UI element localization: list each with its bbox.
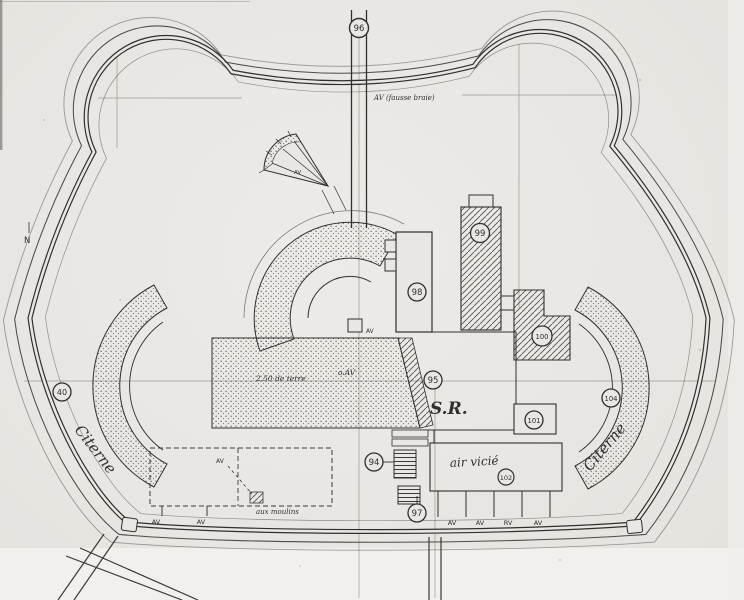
central-earthwork bbox=[211, 210, 434, 429]
ventilation-grilles bbox=[383, 449, 421, 505]
svg-text:104: 104 bbox=[605, 395, 618, 403]
aux-moulins-label: aux moulins bbox=[256, 508, 299, 516]
sr-room bbox=[391, 331, 517, 447]
left-cistern-gallery bbox=[92, 284, 168, 488]
fan-caponier bbox=[258, 130, 347, 215]
fan-annotation: AV bbox=[294, 170, 301, 176]
sr-label: S.R. bbox=[430, 399, 468, 419]
door-note: AV bbox=[366, 329, 374, 335]
dashed-annex bbox=[149, 447, 333, 516]
station-102: 102 bbox=[497, 468, 515, 486]
tick-label: AV bbox=[152, 518, 161, 526]
station-97: 97 bbox=[407, 503, 427, 523]
station-100: 100 bbox=[531, 325, 553, 347]
tick-label: AV bbox=[448, 519, 457, 527]
tick-label: AV bbox=[534, 519, 543, 527]
station-99: 99 bbox=[469, 222, 491, 244]
station-96: 96 bbox=[348, 17, 370, 39]
scan-speckles bbox=[43, 78, 702, 567]
station-95: 95 bbox=[423, 370, 443, 390]
stairs bbox=[391, 429, 429, 438]
station-94: 94 bbox=[364, 452, 384, 472]
stations: 96 98 99 95 94 97 100 101 102 40 104 bbox=[52, 17, 621, 523]
gallery-door bbox=[347, 318, 363, 333]
station-101: 101 bbox=[524, 410, 544, 430]
dashed-annotation: AV bbox=[216, 458, 225, 465]
exterior-roads bbox=[57, 533, 442, 600]
air-vicie-label: air vicié bbox=[449, 453, 498, 470]
svg-text:40: 40 bbox=[57, 388, 67, 397]
casemate-98 bbox=[384, 231, 433, 333]
north-label: N bbox=[24, 236, 30, 246]
svg-text:95: 95 bbox=[428, 376, 439, 386]
svg-text:99: 99 bbox=[475, 229, 486, 239]
station-98: 98 bbox=[407, 282, 427, 302]
tick-label: AV bbox=[197, 518, 206, 526]
stairs bbox=[391, 438, 429, 447]
air-vicie-room bbox=[429, 442, 563, 517]
svg-text:100: 100 bbox=[536, 333, 549, 341]
earth-cover-note: 2.50 de terre bbox=[255, 374, 306, 383]
postern-right bbox=[626, 518, 643, 534]
svg-text:94: 94 bbox=[369, 458, 380, 468]
station-west: 40 bbox=[52, 382, 72, 402]
station-east: 104 bbox=[601, 388, 621, 408]
postern-left bbox=[120, 516, 138, 533]
tick-label: AV bbox=[476, 519, 485, 527]
entrance-gallery bbox=[350, 10, 368, 228]
svg-text:96: 96 bbox=[354, 24, 365, 34]
casemate-99 bbox=[460, 194, 514, 331]
svg-text:102: 102 bbox=[500, 474, 512, 482]
oav-note: o.AV bbox=[338, 368, 357, 377]
block-100 bbox=[513, 289, 571, 404]
right-cistern-gallery bbox=[574, 286, 650, 490]
fort-perimeter bbox=[2, 10, 735, 551]
plan-labels: N AV (fausse braie) AV 2.50 de terre o.A… bbox=[24, 94, 630, 527]
svg-text:97: 97 bbox=[412, 509, 423, 519]
svg-text:98: 98 bbox=[412, 288, 423, 298]
tick-label: RV bbox=[504, 519, 513, 527]
svg-text:101: 101 bbox=[528, 417, 541, 425]
gallery-annotation: AV (fausse braie) bbox=[373, 94, 435, 102]
